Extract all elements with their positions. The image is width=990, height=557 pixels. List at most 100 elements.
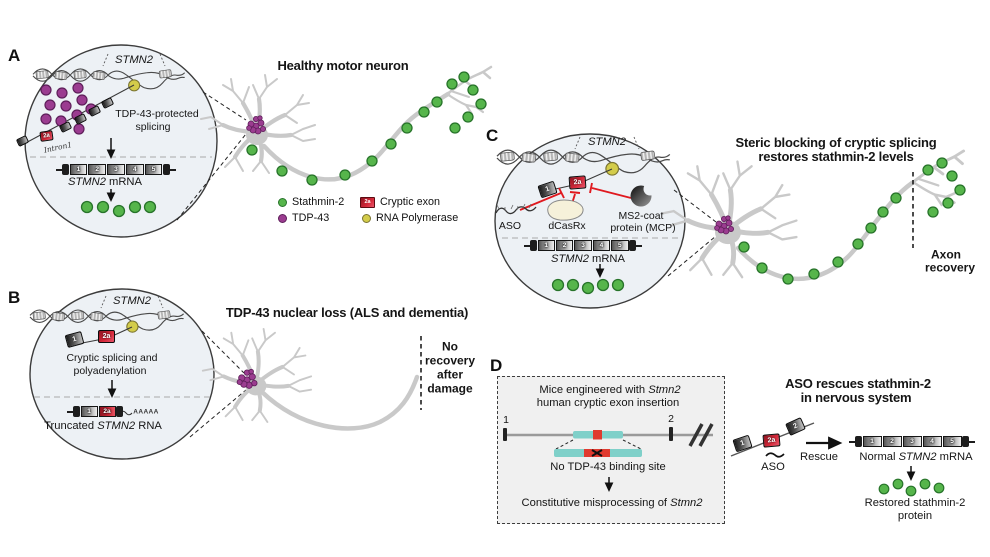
zoom-cone-b	[189, 330, 247, 438]
legend-label: Stathmin-2	[292, 196, 345, 208]
mrna-stub	[849, 440, 855, 443]
axon-recovery-line1: Axon	[931, 247, 961, 262]
exon-4: 4	[592, 240, 611, 251]
panel-b-letter: B	[8, 288, 21, 307]
mrna-stub	[56, 168, 62, 171]
restored-stathmin2-dots	[878, 478, 945, 497]
zoom-cone-d	[555, 439, 642, 450]
stmn2-mrna-bar-c: 1 2 3 4 5	[524, 240, 643, 251]
tdp43-site-small	[593, 430, 602, 440]
stathmin2-dots-c	[551, 278, 625, 295]
panel-c-title-line2: restores stathmin-2 levels	[758, 148, 914, 164]
legend-label: Cryptic exon	[380, 196, 441, 208]
axon-a	[261, 91, 451, 182]
healthy-neuron	[201, 65, 493, 186]
gene-label-b: STMN2	[113, 294, 151, 307]
cryptic-exon-box-d: 2a	[762, 433, 781, 448]
mrna-cap	[62, 164, 69, 175]
cryptic-exon-box-c: 2a	[568, 175, 587, 190]
no-recovery-line4: damage	[427, 381, 473, 396]
dcasrx-label: dCasRx	[548, 220, 586, 233]
mrna-cap	[855, 436, 862, 447]
exon-4: 4	[125, 164, 144, 175]
restored-label-line1: Restored stathmin-2	[864, 496, 966, 509]
exon-5: 5	[942, 436, 962, 447]
locus-break-slashes	[688, 423, 714, 447]
gene-label-a: STMN2	[115, 53, 153, 66]
cryptic-exon-2a: 2a	[98, 406, 116, 417]
mcp-label-line1: MS2-coat	[618, 210, 664, 223]
polya-label: AAAAA	[133, 408, 159, 416]
exon-2: 2	[882, 436, 902, 447]
exon-2: 2	[555, 240, 574, 251]
panel-a-graphics	[19, 44, 493, 238]
truncated-rna-label: Truncated STMN2 RNA	[44, 419, 162, 432]
mrna-cap	[629, 240, 637, 251]
gene-label-c: STMN2	[588, 135, 626, 148]
exon-5: 5	[611, 240, 629, 251]
stathmin2-dot-icon	[278, 197, 287, 207]
exon-1: 1	[80, 406, 98, 417]
exon-1: 1	[862, 436, 882, 447]
exon-3: 3	[574, 240, 592, 251]
legend-item-rna-polymerase: RNA Polymerase	[362, 212, 458, 224]
exon-1: 1	[69, 164, 88, 175]
mrna-cap	[530, 240, 537, 251]
stathmin2-axon-dots-a	[246, 71, 487, 186]
rna-polymerase-dot-icon	[362, 213, 371, 223]
exon2-tick-label: 2	[668, 413, 674, 426]
als-neuron	[200, 326, 420, 431]
exon-4: 4	[922, 436, 942, 447]
no-recovery-line2: recovery	[424, 353, 476, 368]
no-binding-label: No TDP-43 binding site	[550, 460, 666, 473]
tdp43-dot-icon	[278, 213, 287, 223]
exon-1: 1	[537, 240, 555, 251]
axon-c	[735, 180, 915, 282]
panel-b-title: TDP-43 nuclear loss (ALS and dementia)	[225, 304, 469, 320]
panel-a-letter: A	[8, 46, 21, 65]
tdp43-aggregate-b	[236, 368, 258, 389]
mrna-stub	[524, 244, 530, 247]
restored-label-line2: protein	[897, 509, 933, 522]
aso-label-d: ASO	[761, 460, 785, 473]
mrna-cap	[162, 164, 170, 175]
aso-squiggle-icon	[495, 203, 537, 215]
axon-b	[259, 374, 420, 431]
exon2-tick	[669, 427, 673, 441]
zoom-cone-a	[176, 91, 247, 221]
mrna-stub	[169, 168, 176, 171]
process-text-a1: TDP-43-protected	[115, 108, 199, 121]
mrna-label-a: STMN2 mRNA	[68, 175, 142, 188]
mcp-label-line2: protein (MCP)	[610, 222, 676, 235]
panel-d-right-title-line1: ASO rescues stathmin-2	[785, 375, 931, 391]
rescue-label: Rescue	[800, 450, 838, 463]
axon-recovery-line2: recovery	[924, 260, 976, 275]
truncated-rna-bar: 1 2a	[67, 406, 123, 417]
mrna-cap	[116, 406, 123, 417]
exon1-tick-label: 1	[503, 414, 509, 427]
aso-label-c: ASO	[498, 220, 522, 233]
no-recovery-line3: after	[436, 367, 464, 382]
panel-c-graphics	[494, 133, 966, 309]
mrna-cap	[962, 436, 969, 447]
panel-a-title: Healthy motor neuron	[277, 57, 409, 73]
stathmin2-dots-a	[80, 200, 157, 218]
cryptic-exon-box-a: 2a	[39, 130, 54, 142]
process-text-b1: Cryptic splicing and	[66, 352, 158, 365]
dcasrx-blob-icon	[547, 199, 584, 221]
misprocessing-label: Constitutive misprocessing of Stmn2	[521, 496, 703, 509]
panel-d-letter: D	[490, 356, 503, 375]
mrna-stub	[969, 440, 975, 443]
legend-label: RNA Polymerase	[376, 212, 459, 224]
normal-mrna-label: Normal STMN2 mRNA	[859, 450, 973, 463]
exon-2: 2	[88, 164, 107, 175]
stathmin2-axon-dots-c	[738, 157, 966, 285]
exon-3: 3	[107, 164, 125, 175]
mrna-stub	[67, 410, 73, 413]
panel-d-box-title-line2: human cryptic exon insertion	[536, 396, 680, 409]
panel-d-box-title-line1: Mice engineered with Stmn2	[539, 383, 681, 396]
cryptic-exon-box-b: 2a	[98, 330, 115, 343]
legend-label: TDP-43	[292, 212, 330, 224]
